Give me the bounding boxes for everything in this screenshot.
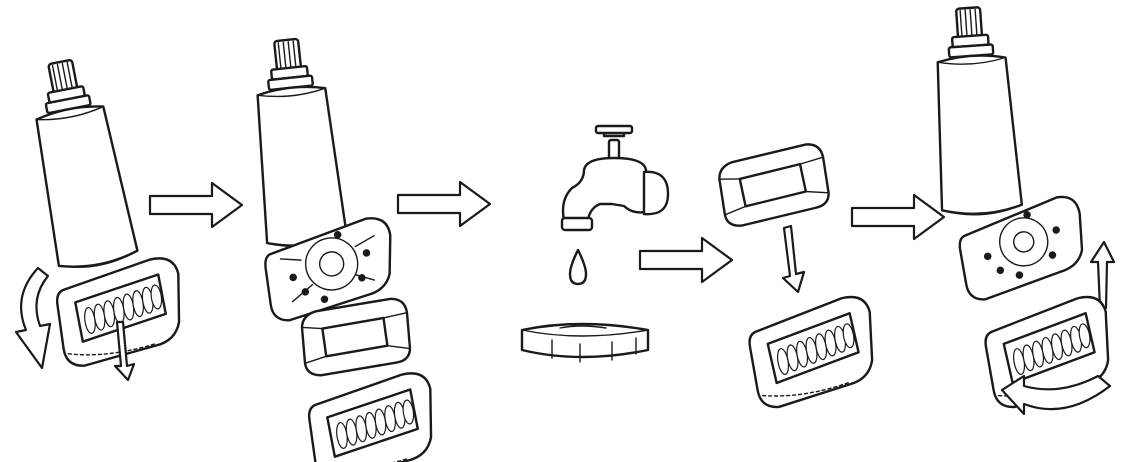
step-1-group: [14, 53, 191, 382]
rotate-arrow-icon: [1000, 374, 1112, 416]
process-arrow-icon: [850, 193, 946, 241]
water-tap-icon: [560, 124, 670, 232]
process-arrow-icon: [396, 180, 492, 228]
process-arrow-icon: [638, 236, 734, 284]
step-4-group: [712, 140, 885, 412]
cartridge-icon: [926, 4, 1024, 219]
process-arrow-icon: [148, 181, 244, 229]
bottom-cap-icon: [958, 195, 1084, 301]
filter-ring-icon: [520, 322, 650, 363]
water-drop-icon: [568, 248, 588, 286]
step-2-group: [245, 34, 443, 462]
down-arrow-icon: [781, 224, 806, 294]
bottom-cap-icon: [743, 292, 885, 412]
cartridge-icon: [19, 53, 140, 275]
step-3-group: [520, 124, 670, 363]
bottom-cap-icon: [303, 369, 443, 462]
cartridge-icon: [245, 34, 349, 252]
step-5-group: [926, 4, 1121, 416]
down-arrow-icon: [113, 320, 136, 382]
bottom-cap-icon: [264, 217, 392, 322]
rotate-arrow-icon: [14, 266, 52, 370]
filter-ring-icon: [712, 140, 835, 230]
